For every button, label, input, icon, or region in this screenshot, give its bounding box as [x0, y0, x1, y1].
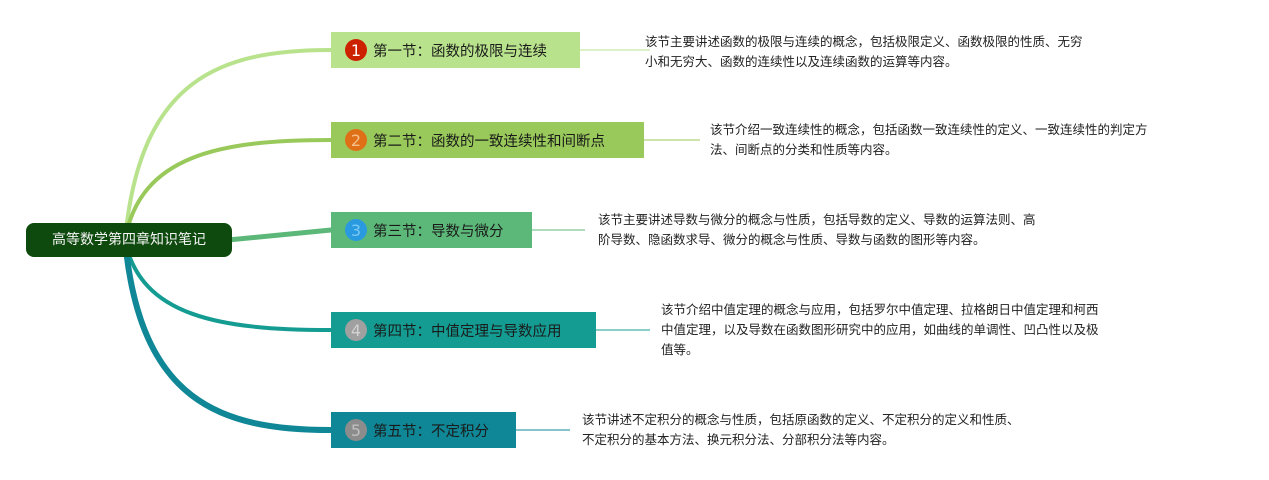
description-line: 小和无穷大、函数的连续性以及连续函数的运算等内容。 — [645, 54, 958, 69]
root-node[interactable]: 高等数学第四章知识笔记 — [26, 223, 232, 257]
edge-root-to-section-5 — [122, 237, 334, 433]
description-line: 中值定理，以及导数在函数图形研究中的应用，如曲线的单调性、凹凸性以及极 — [661, 322, 1099, 337]
section-node-2[interactable]: 2 第二节：函数的一致连续性和间断点 — [331, 122, 644, 158]
edge-root-to-section-4 — [123, 238, 333, 332]
edge-root-to-section-3 — [225, 227, 334, 243]
description-line: 该节主要讲述函数的极限与连续的概念，包括极限定义、函数极限的性质、无穷 — [645, 34, 1083, 49]
section-description-2: 该节介绍一致连续性的概念，包括函数一致连续性的定义、一致连续性的判定方法、间断点… — [710, 120, 1148, 160]
edge-root-to-section-1 — [123, 48, 333, 242]
section-description-3: 该节主要讲述导数与微分的概念与性质，包括导数的定义、导数的运算法则、高阶导数、隐… — [598, 210, 1036, 250]
description-line: 该节介绍中值定理的概念与应用，包括罗尔中值定理、拉格朗日中值定理和柯西 — [661, 302, 1099, 317]
section-number-badge: 2 — [345, 129, 367, 151]
section-number-badge: 1 — [345, 39, 367, 61]
section-node-4[interactable]: 4 第四节：中值定理与导数应用 — [331, 312, 596, 348]
section-description-4: 该节介绍中值定理的概念与应用，包括罗尔中值定理、拉格朗日中值定理和柯西中值定理，… — [661, 300, 1099, 360]
description-line: 该节讲述不定积分的概念与性质，包括原函数的定义、不定积分的定义和性质、 — [582, 412, 1020, 427]
section-number-badge: 3 — [345, 219, 367, 241]
section-number-badge: 5 — [345, 419, 367, 441]
description-line: 该节介绍一致连续性的概念，包括函数一致连续性的定义、一致连续性的判定方 — [710, 122, 1148, 137]
section-title: 第五节：不定积分 — [373, 423, 489, 440]
section-description-1: 该节主要讲述函数的极限与连续的概念，包括极限定义、函数极限的性质、无穷小和无穷大… — [645, 32, 1083, 72]
description-line: 该节主要讲述导数与微分的概念与性质，包括导数的定义、导数的运算法则、高 — [598, 212, 1036, 227]
section-title: 第四节：中值定理与导数应用 — [373, 323, 562, 340]
section-title: 第二节：函数的一致连续性和间断点 — [373, 133, 605, 150]
section-description-5: 该节讲述不定积分的概念与性质，包括原函数的定义、不定积分的定义和性质、不定积分的… — [582, 410, 1020, 450]
section-node-3[interactable]: 3 第三节：导数与微分 — [331, 212, 532, 248]
description-line: 阶导数、隐函数求导、微分的概念与性质、导数与函数的图形等内容。 — [598, 232, 986, 247]
section-title: 第一节：函数的极限与连续 — [373, 43, 547, 60]
root-title: 高等数学第四章知识笔记 — [52, 232, 206, 248]
description-line: 法、间断点的分类和性质等内容。 — [710, 142, 898, 157]
edge-root-to-section-2 — [123, 138, 333, 242]
section-number-badge: 4 — [345, 319, 367, 341]
section-node-5[interactable]: 5 第五节：不定积分 — [331, 412, 516, 448]
section-node-1[interactable]: 1 第一节：函数的极限与连续 — [331, 32, 580, 68]
description-line: 不定积分的基本方法、换元积分法、分部积分法等内容。 — [582, 432, 895, 447]
description-line: 值等。 — [661, 342, 699, 357]
section-title: 第三节：导数与微分 — [373, 223, 504, 240]
